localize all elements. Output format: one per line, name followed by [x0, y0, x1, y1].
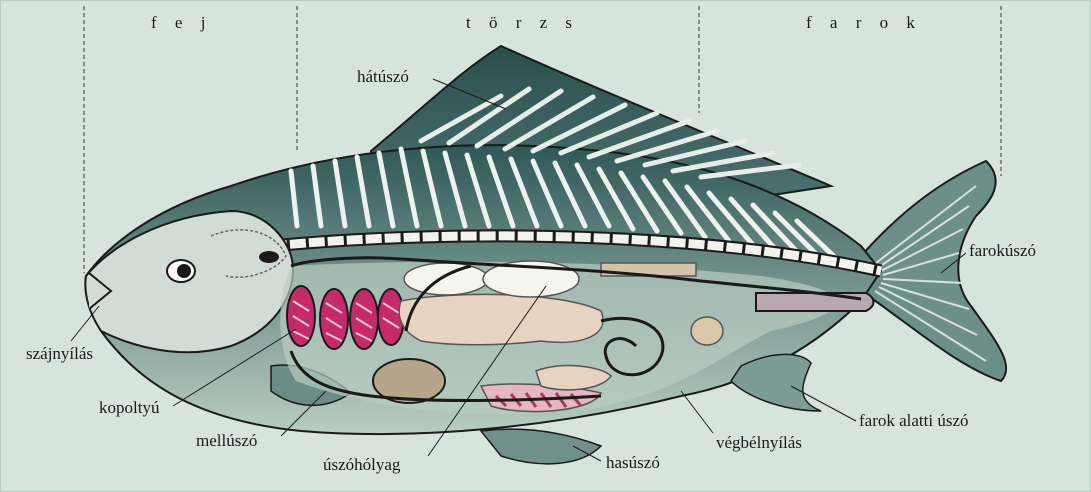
brain — [259, 251, 279, 263]
leader-anus — [681, 391, 713, 433]
region-head-label: f e j — [151, 13, 212, 33]
leader-mouth — [71, 306, 99, 341]
urinary-bladder — [691, 317, 723, 345]
pelvic-fin — [481, 429, 601, 464]
region-tail-label: f a r o k — [806, 13, 922, 33]
label-anal-fin: farok alatti úszó — [859, 411, 969, 431]
hind-gut — [756, 293, 874, 311]
label-gills: kopoltyú — [99, 398, 159, 418]
label-pelvic-fin: hasúszó — [606, 453, 660, 473]
region-trunk-label: t ö r z s — [466, 13, 579, 33]
pupil — [177, 264, 191, 278]
label-tail-fin: farokúszó — [969, 241, 1036, 261]
label-dorsal-fin: hátúszó — [357, 67, 409, 87]
label-pectoral-fin: mellúszó — [196, 431, 257, 451]
label-swim-bladder: úszóhólyag — [323, 455, 400, 475]
swim-bladder-front — [404, 263, 488, 295]
label-anus: végbélnyílás — [716, 433, 802, 453]
liver — [399, 294, 603, 344]
label-mouth: szájnyílás — [26, 344, 93, 364]
